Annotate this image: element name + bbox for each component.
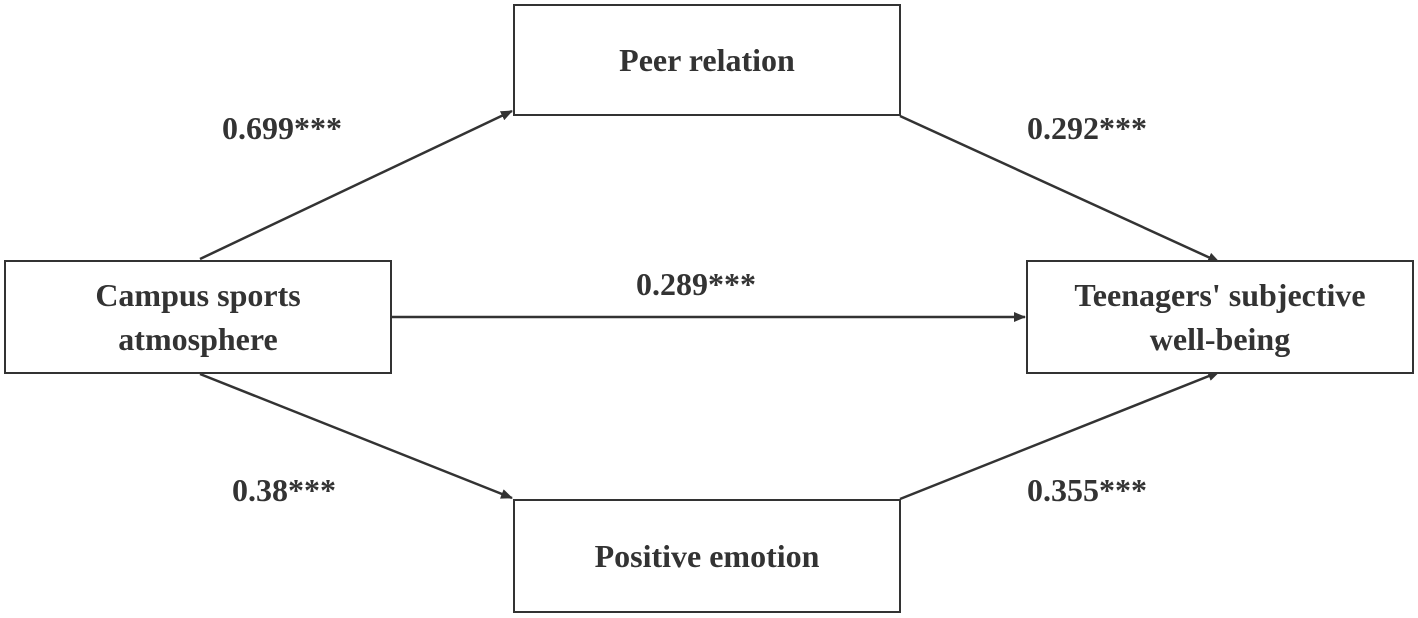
- arrow-peer-to-wellbeing: [899, 114, 1220, 264]
- coef-campus-to-positive: 0.38***: [232, 472, 336, 508]
- node-wellbeing-label: Teenagers' subjective well-being: [1074, 273, 1365, 361]
- node-campus-sports-atmosphere: Campus sports atmosphere: [4, 260, 392, 374]
- node-campus-label: Campus sports atmosphere: [95, 273, 300, 361]
- node-teenagers-wellbeing: Teenagers' subjective well-being: [1026, 260, 1414, 374]
- arrow-positive-to-wellbeing: [899, 370, 1220, 501]
- coef-positive-to-wellbeing: 0.355***: [1027, 472, 1147, 508]
- node-positive-label: Positive emotion: [594, 538, 820, 574]
- node-campus-line-1: Campus sports: [95, 277, 301, 313]
- arrow-campus-to-peer: [199, 109, 513, 261]
- node-wellbeing-line-2: well-being: [1149, 321, 1291, 357]
- coef-campus-to-peer: 0.699***: [222, 110, 342, 146]
- coef-campus-to-wellbeing: 0.289***: [636, 266, 756, 302]
- node-positive-emotion: Positive emotion: [513, 499, 901, 613]
- node-peer-label: Peer relation: [619, 42, 795, 78]
- coef-peer-to-wellbeing: 0.292***: [1027, 110, 1147, 146]
- node-campus-line-2: atmosphere: [118, 321, 278, 357]
- arrow-campus-to-positive: [199, 372, 513, 500]
- node-peer-relation: Peer relation: [513, 4, 901, 116]
- node-wellbeing-line-1: Teenagers' subjective: [1074, 277, 1366, 313]
